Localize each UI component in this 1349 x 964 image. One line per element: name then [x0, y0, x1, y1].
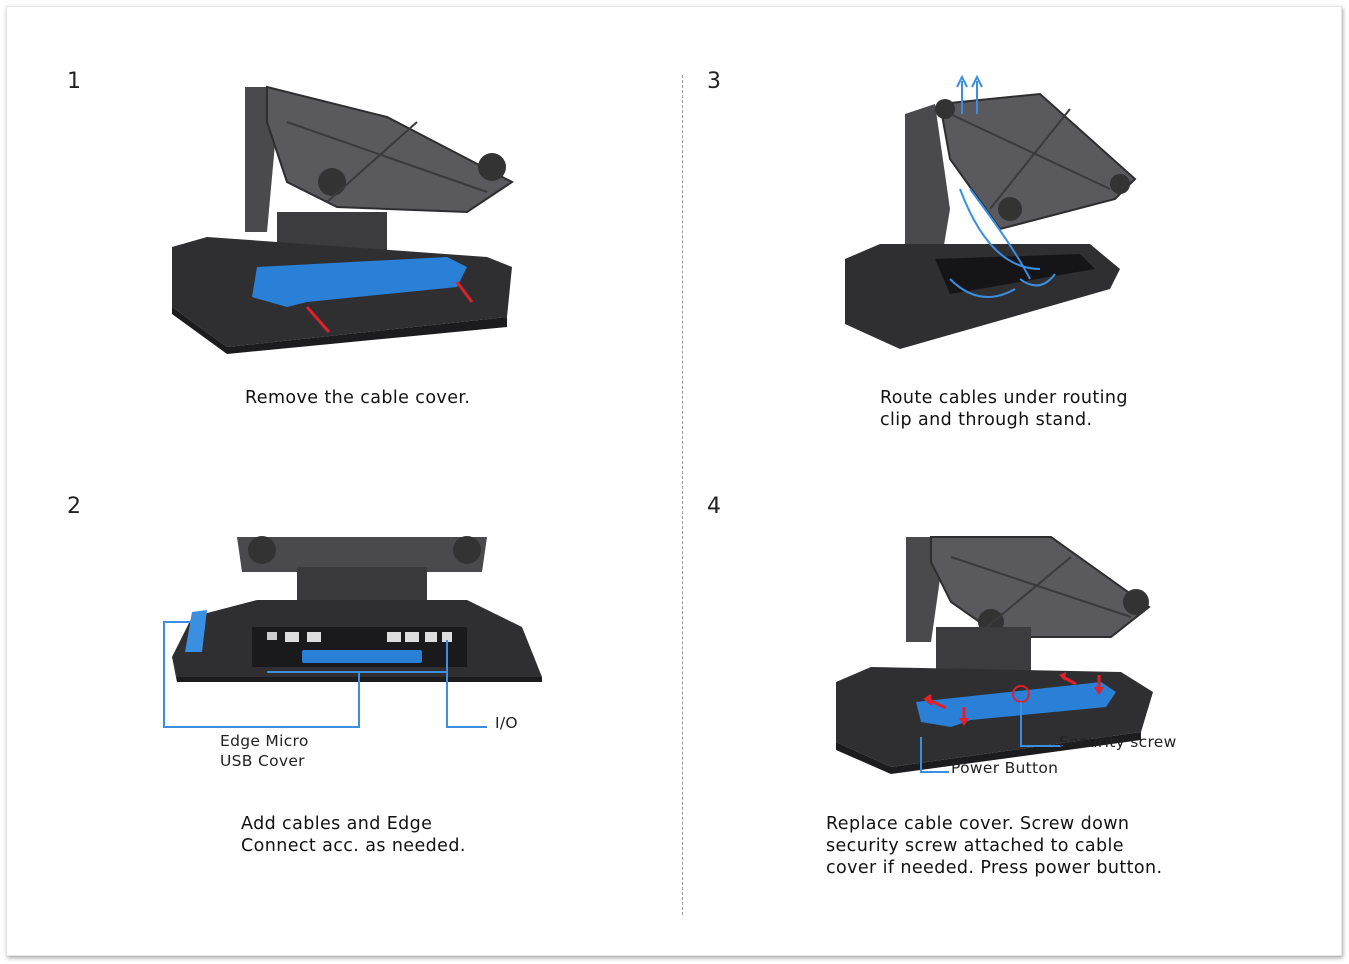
step-2-number: 2: [67, 494, 81, 519]
callout-security-screw: Security screw: [1059, 733, 1177, 751]
instruction-sheet: 1 Remove the cable cover. 2: [6, 6, 1342, 956]
step-3-caption: Route cables under routing clip and thro…: [880, 388, 1128, 430]
callout-power-button: Power Button: [951, 759, 1059, 777]
cable-cover-shape: [252, 257, 467, 307]
micro-usb-cover-shape: [185, 610, 207, 652]
step-4-number: 4: [707, 494, 721, 519]
step-3-illustration: [845, 74, 1137, 349]
callout-edge-micro-usb-cover: Edge Micro USB Cover: [220, 732, 309, 770]
step-1-number: 1: [67, 69, 81, 94]
cable-cover-shape: [916, 682, 1116, 727]
step-2-caption: Add cables and Edge Connect acc. as need…: [241, 814, 466, 856]
step-4-illustration: [836, 536, 1153, 774]
center-divider: [682, 75, 683, 915]
edge-connect-accessory: [302, 650, 422, 663]
step-3-number: 3: [707, 69, 721, 94]
callout-io: I/O: [495, 714, 518, 732]
step-1-illustration: [172, 85, 514, 354]
step-2-illustration: [163, 536, 542, 728]
step-1-caption: Remove the cable cover.: [245, 388, 471, 408]
step-4-caption: Replace cable cover. Screw down security…: [826, 814, 1163, 878]
